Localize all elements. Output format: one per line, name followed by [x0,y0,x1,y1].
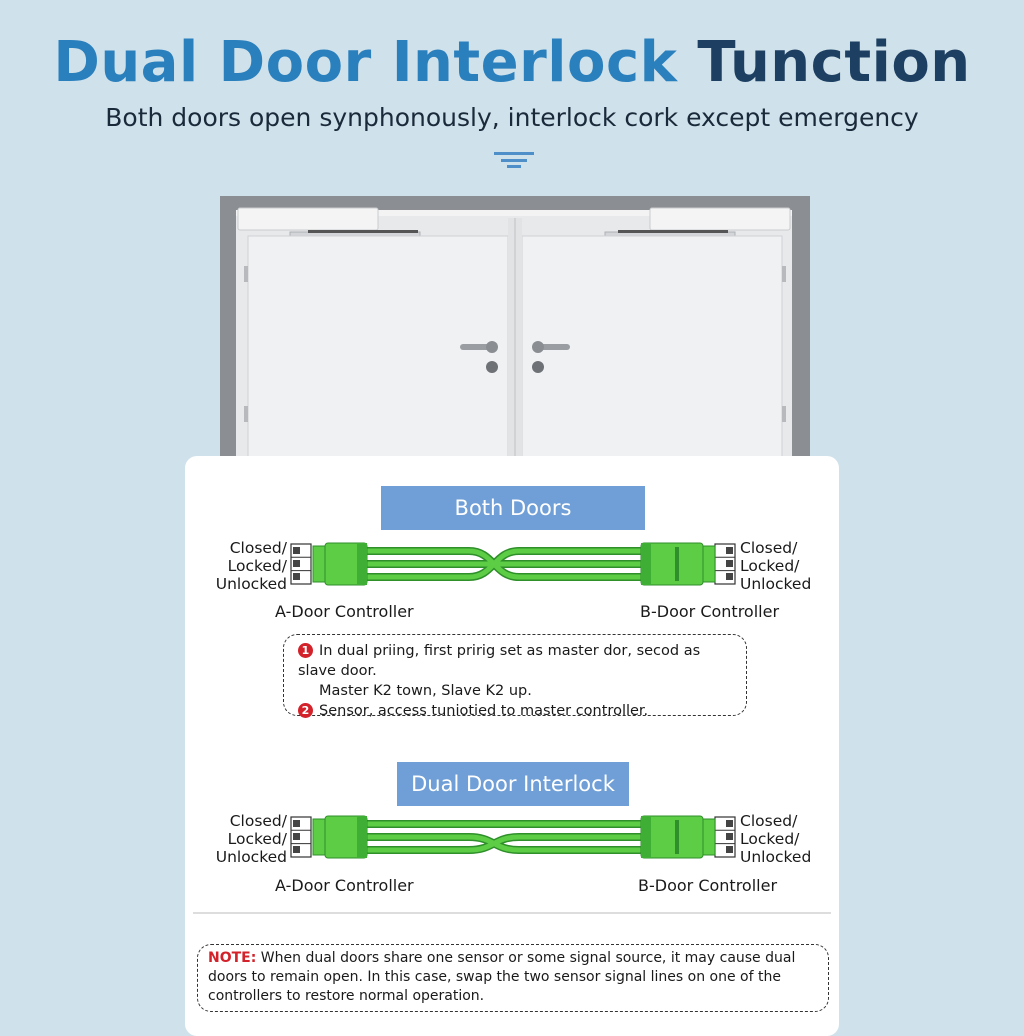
double-door-photo [220,196,810,459]
state-text: Unlocked [215,575,287,593]
note-text: When dual doors share one sensor or some… [208,950,796,1004]
b-door-controller-label: B-Door Controller [638,876,778,895]
connector-plug-icon [640,815,716,859]
terminal-block-icon [714,816,736,858]
state-text: Closed/ [229,812,287,830]
connector-plug-icon [312,542,368,586]
a-door-states: Closed/ Locked/ Unlocked [213,812,287,866]
b-door-states: Closed/ Locked/ Unlocked [740,539,830,593]
page-subtitle: Both doors open synphonously, interlock … [105,103,919,132]
instruction-text: Master K2 town, Slave K2 up. [319,683,532,699]
state-text: Locked/ [740,830,800,848]
instruction-item: 2 Sensor, access tuniotied to master cont… [298,701,734,721]
double-door-illustration [236,207,792,459]
connector-plug-icon [312,815,368,859]
instruction-text: Sensor, access tuniotied to master contr… [319,703,649,719]
state-text: Locked/ [227,557,287,575]
title-part-1: Dual Door Interlock [53,30,678,95]
divider [193,912,831,914]
a-door-controller-label: A-Door Controller [275,602,414,621]
terminal-block-icon [290,543,312,585]
state-text: Unlocked [215,848,287,866]
connector-plug-icon [640,542,716,586]
state-text: Locked/ [227,830,287,848]
step-badge-icon: 2 [298,703,313,718]
terminal-block-icon [714,543,736,585]
note-prefix: NOTE: [208,950,257,966]
section-label-interlock: Dual Door Interlock [397,762,629,806]
page-title: Dual Door Interlock Tunction [0,30,1024,95]
b-door-states: Closed/ Locked/ Unlocked [740,812,830,866]
state-text: Closed/ [740,812,798,830]
terminal-block-icon [290,816,312,858]
instruction-text: In dual priing, first pririg set as mast… [298,643,701,679]
section-label-synchronized: Both Doors Synchronized [381,486,645,564]
divider-lines-icon [494,152,534,168]
a-door-states: Closed/ Locked/ Unlocked [213,539,287,593]
diagram-card: Both Doors Synchronized Closed/ Locked/ … [185,456,839,1036]
b-door-controller-label: B-Door Controller [640,602,780,621]
note-box: NOTE: When dual doors share one sensor o… [197,944,829,1012]
title-part-2: Tunction [697,30,971,95]
state-text: Closed/ [229,539,287,557]
state-text: Locked/ [740,557,800,575]
state-text: Unlocked [740,848,812,866]
wiring-diagram-synchronized [290,542,736,586]
state-text: Unlocked [740,575,812,593]
state-text: Closed/ [740,539,798,557]
wiring-diagram-interlock [290,815,736,859]
step-badge-icon: 1 [298,643,313,658]
a-door-controller-label: A-Door Controller [275,876,414,895]
